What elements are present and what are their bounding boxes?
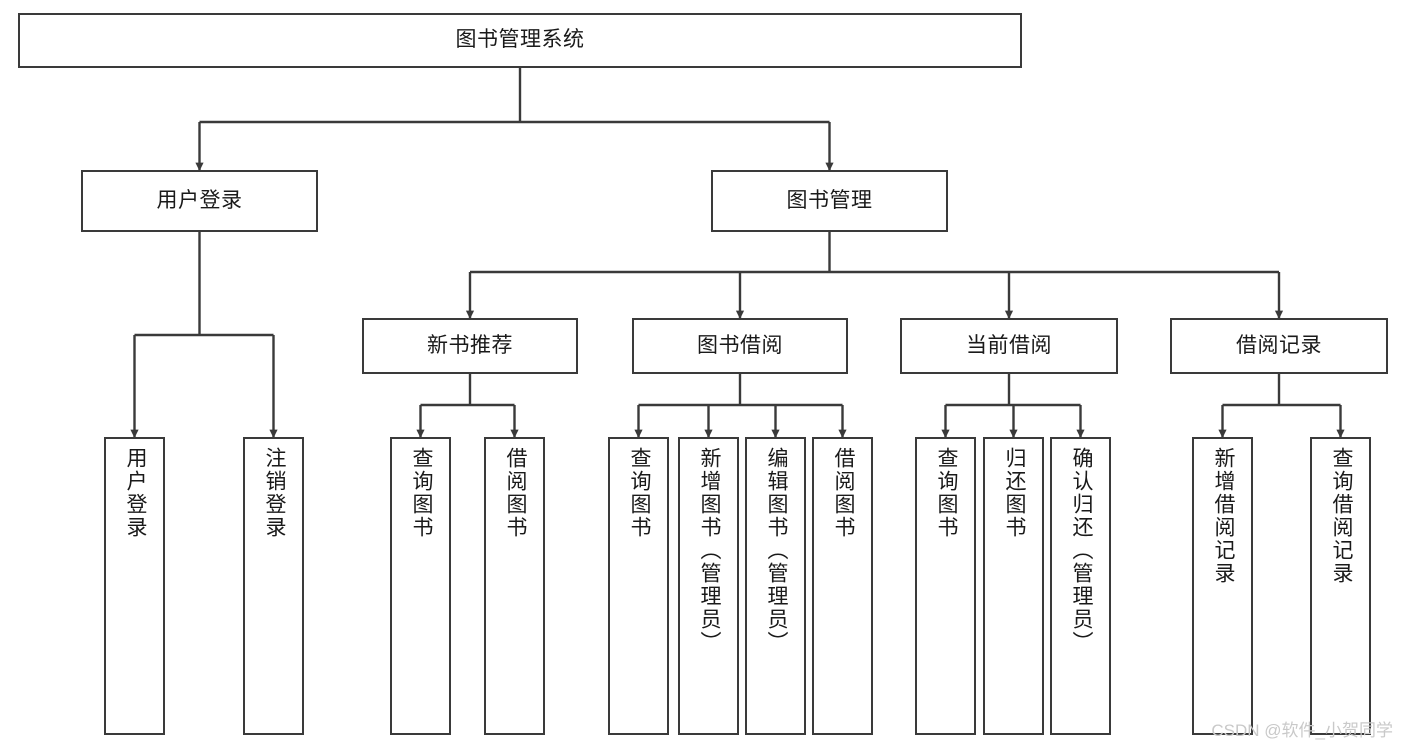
node-label: 查询图书	[409, 447, 433, 539]
node-label: 查询借阅记录	[1329, 447, 1353, 585]
node-user-login[interactable]: 用户登录	[81, 170, 318, 232]
node-borrow-record[interactable]: 借阅记录	[1170, 318, 1388, 374]
node-current-borrow[interactable]: 当前借阅	[900, 318, 1118, 374]
node-label: 查询图书	[627, 447, 651, 539]
node-leaf-edit-book[interactable]: 编辑图书（管理员）	[745, 437, 806, 735]
node-label: 注销登录	[262, 447, 286, 539]
node-leaf-return-book[interactable]: 归还图书	[983, 437, 1044, 735]
node-label: 用户登录	[123, 447, 147, 539]
node-label: 归还图书	[1002, 447, 1026, 539]
node-label: 借阅图书	[503, 447, 527, 539]
node-label: 确认归还（管理员）	[1069, 447, 1093, 654]
node-leaf-query-book-1[interactable]: 查询图书	[390, 437, 451, 735]
watermark-text: CSDN @软件_小贺同学	[1211, 721, 1393, 740]
node-book-manage[interactable]: 图书管理	[711, 170, 948, 232]
node-label: 编辑图书（管理员）	[764, 447, 788, 654]
node-leaf-query-book-3[interactable]: 查询图书	[915, 437, 976, 735]
node-leaf-borrow-book-2[interactable]: 借阅图书	[812, 437, 873, 735]
node-label: 用户登录	[156, 188, 243, 212]
node-leaf-add-record[interactable]: 新增借阅记录	[1192, 437, 1253, 735]
node-label: 借阅记录	[1236, 333, 1322, 357]
node-label: 查询图书	[934, 447, 958, 539]
node-leaf-query-record[interactable]: 查询借阅记录	[1310, 437, 1371, 735]
node-root[interactable]: 图书管理系统	[18, 13, 1022, 68]
node-leaf-query-book-2[interactable]: 查询图书	[608, 437, 669, 735]
node-leaf-logout[interactable]: 注销登录	[243, 437, 304, 735]
node-leaf-confirm-return[interactable]: 确认归还（管理员）	[1050, 437, 1111, 735]
node-new-book-rec[interactable]: 新书推荐	[362, 318, 578, 374]
node-label: 新书推荐	[427, 333, 513, 357]
node-leaf-borrow-book-1[interactable]: 借阅图书	[484, 437, 545, 735]
node-book-borrow[interactable]: 图书借阅	[632, 318, 848, 374]
node-label: 当前借阅	[966, 333, 1052, 357]
node-label: 新增图书（管理员）	[697, 447, 721, 654]
node-label: 图书管理系统	[455, 28, 585, 52]
node-label: 新增借阅记录	[1211, 447, 1235, 585]
node-leaf-add-book[interactable]: 新增图书（管理员）	[678, 437, 739, 735]
node-label: 图书借阅	[697, 333, 783, 357]
node-label: 图书管理	[786, 188, 873, 212]
node-label: 借阅图书	[831, 447, 855, 539]
node-leaf-user-login[interactable]: 用户登录	[104, 437, 165, 735]
